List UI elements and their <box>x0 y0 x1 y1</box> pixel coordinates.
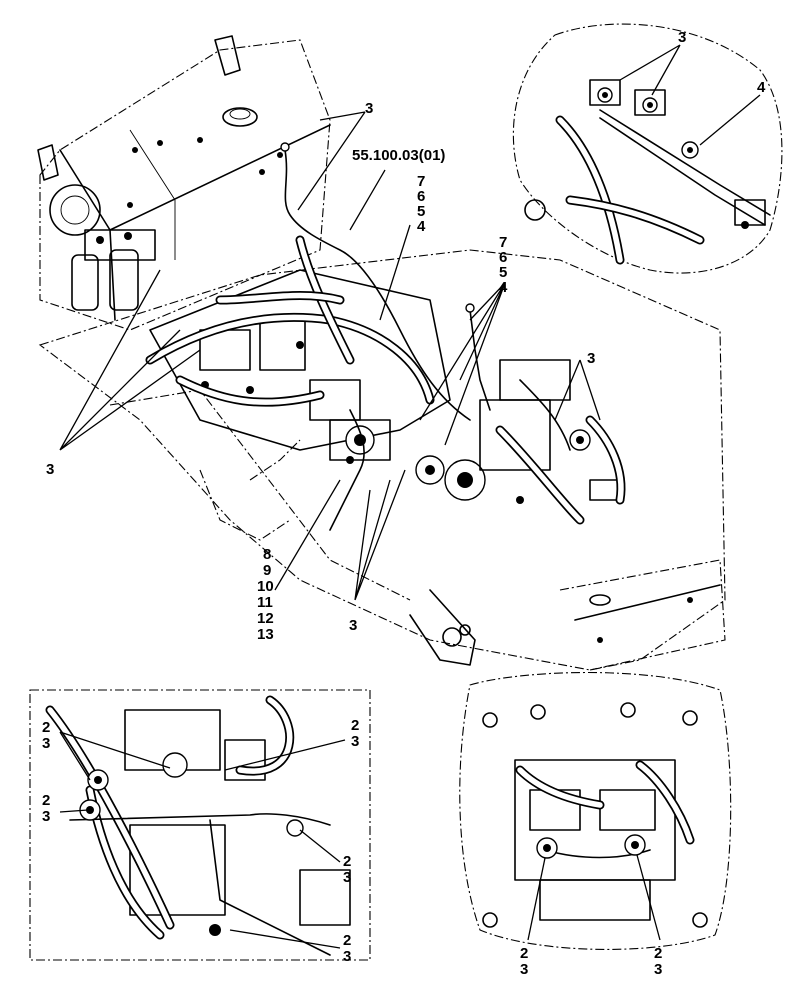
main-assembly-view: 3 55.100.03(01) 3 3 3 7 6 5 4 7 6 5 4 8 … <box>37 35 726 671</box>
callout-pair: 2 3 <box>42 719 50 752</box>
callout-item: 4 <box>499 279 508 296</box>
transmission-block <box>149 269 621 504</box>
callout-stack-right: 7 6 5 4 <box>499 234 508 296</box>
callout-3-detail-tr: 3 <box>678 29 686 46</box>
callout-item: 4 <box>417 218 426 235</box>
callout-item: 5 <box>499 264 507 281</box>
callout-item: 6 <box>499 249 507 266</box>
detail-bottom-left: 2 3 2 3 2 3 2 3 2 3 <box>29 689 371 965</box>
callout-4-detail-tr: 4 <box>757 79 766 96</box>
callout-item: 2 <box>520 945 528 962</box>
callout-ref-section: 55.100.03(01) <box>352 147 445 164</box>
callout-3-bottom: 3 <box>349 617 357 634</box>
callout-3-top: 3 <box>365 100 373 117</box>
callout-item: 12 <box>257 610 274 627</box>
callout-item: 7 <box>417 173 425 190</box>
callout-item: 11 <box>257 594 273 611</box>
callout-item: 3 <box>520 961 528 978</box>
callout-item: 3 <box>42 735 50 752</box>
wire-harness <box>280 142 571 531</box>
callout-item: 13 <box>257 626 274 643</box>
callout-item: 9 <box>263 562 271 579</box>
callout-item: 3 <box>654 961 662 978</box>
callout-item: 8 <box>263 546 271 563</box>
callout-item: 3 <box>42 808 50 825</box>
chassis-frame <box>38 249 726 671</box>
fuel-filters <box>71 229 156 311</box>
detail-bottom-right: 2 3 2 3 <box>459 672 732 978</box>
callout-pair: 2 3 <box>343 853 351 886</box>
callout-item: 2 <box>42 719 50 736</box>
callout-item: 5 <box>417 203 425 220</box>
callout-item: 3 <box>343 948 351 965</box>
detail-top-right: 3 4 <box>512 23 783 274</box>
callout-item: 3 <box>343 869 351 886</box>
callout-stack-mid: 7 6 5 4 <box>417 173 426 235</box>
callout-pair: 2 3 <box>654 945 662 978</box>
callout-item: 2 <box>42 792 50 809</box>
callout-stack-bottom: 8 9 10 11 12 13 <box>257 546 274 643</box>
callout-pair: 2 3 <box>42 792 50 825</box>
callout-item: 6 <box>417 188 425 205</box>
callout-item: 10 <box>257 578 274 595</box>
callout-3-right: 3 <box>587 350 595 367</box>
callout-item: 2 <box>654 945 662 962</box>
callout-item: 3 <box>351 733 359 750</box>
callout-pair: 2 3 <box>351 717 359 750</box>
callout-item: 2 <box>351 717 359 734</box>
callout-item: 2 <box>343 932 351 949</box>
main-leaders <box>59 111 601 601</box>
hoses-main <box>145 235 626 525</box>
callout-pair: 2 3 <box>343 932 351 965</box>
callout-pair: 2 3 <box>520 945 528 978</box>
callout-item: 7 <box>499 234 507 251</box>
callout-3-left: 3 <box>46 461 54 478</box>
callout-item: 2 <box>343 853 351 870</box>
